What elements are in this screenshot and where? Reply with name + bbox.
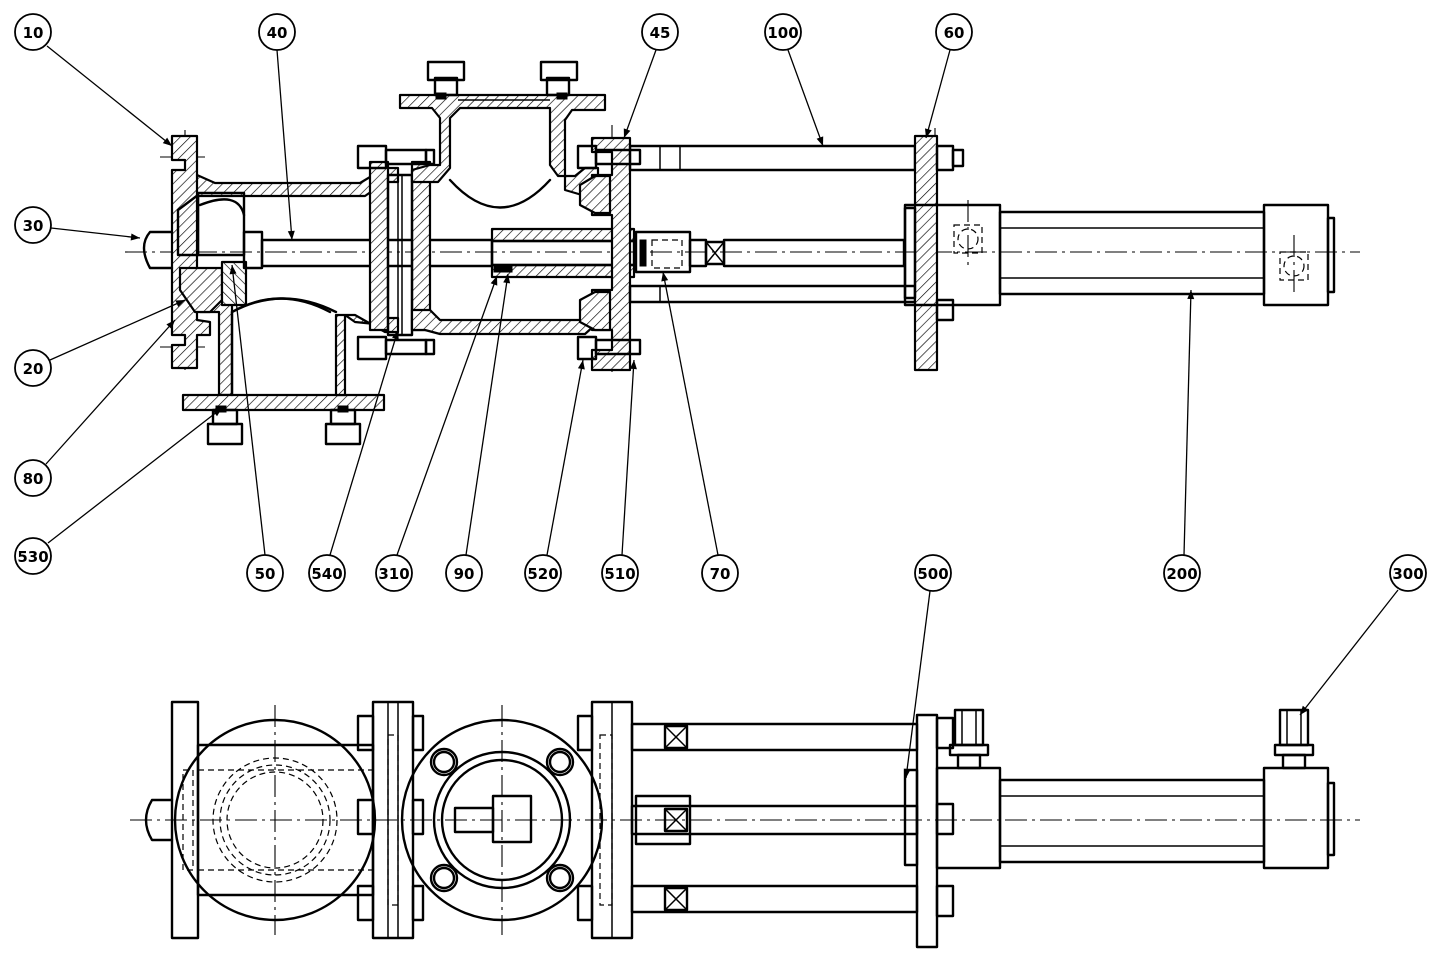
middle-flange-left <box>368 160 390 332</box>
callout-balloon-45 <box>641 13 679 51</box>
callout-label-100: 100 <box>767 24 798 42</box>
leader-90 <box>465 273 509 556</box>
callout-balloon-310 <box>375 554 413 592</box>
leader-arrow-200 <box>1187 290 1195 300</box>
leader-arrow-10 <box>162 137 172 146</box>
leader-60 <box>925 49 951 139</box>
leader-arrow-540 <box>392 330 399 340</box>
leader-80 <box>45 319 176 465</box>
leader-45 <box>623 49 657 139</box>
callout-label-530: 530 <box>17 548 48 566</box>
callout-label-10: 10 <box>23 24 44 42</box>
plan-outlet-flange <box>400 718 604 922</box>
leader-310 <box>396 275 498 556</box>
callout-group: 10 40 45 100 60 30 20 80 530 50 540 310 90 520 510 70 20… <box>14 13 1427 779</box>
leader-arrow-520 <box>577 360 585 370</box>
leader-arrow-80 <box>166 320 175 330</box>
leader-520 <box>546 359 584 556</box>
leader-arrow-45 <box>623 128 631 138</box>
callout-balloon-100 <box>764 13 802 51</box>
callout-balloon-30 <box>14 206 52 244</box>
callout-balloon-80 <box>14 459 52 497</box>
leader-arrow-50 <box>229 265 237 275</box>
leader-arrow-60 <box>924 128 932 138</box>
callout-label-300: 300 <box>1392 565 1423 583</box>
leader-100 <box>787 49 824 147</box>
callout-balloon-530 <box>14 537 52 575</box>
callout-label-200: 200 <box>1166 565 1197 583</box>
callout-balloon-20 <box>14 349 52 387</box>
leader-510 <box>621 359 635 556</box>
callout-label-500: 500 <box>917 565 948 583</box>
leader-arrow-530 <box>212 408 222 417</box>
callout-balloon-510 <box>601 554 639 592</box>
callout-label-70: 70 <box>710 565 731 583</box>
leader-arrow-30 <box>130 233 140 241</box>
cylinder-mount-flange <box>913 134 939 372</box>
callout-balloon-10 <box>14 13 52 51</box>
callout-balloon-300 <box>1389 554 1427 592</box>
leader-arrow-100 <box>816 136 824 146</box>
callout-balloon-520 <box>524 554 562 592</box>
top-outlet-wall-left <box>398 93 607 197</box>
leader-540 <box>329 329 399 556</box>
middle-flange-right <box>410 160 432 332</box>
leader-arrow-90 <box>503 274 511 284</box>
tie-rod-lower <box>628 284 917 304</box>
callout-label-50: 50 <box>255 565 276 583</box>
callout-label-80: 80 <box>23 470 44 488</box>
leader-30 <box>50 227 141 239</box>
cylinder-barrel <box>998 210 1266 296</box>
leader-arrow-40 <box>287 230 295 240</box>
leader-500 <box>905 590 931 779</box>
plan-cylinder-flange <box>915 713 939 949</box>
leader-40 <box>276 49 293 241</box>
callout-label-310: 310 <box>378 565 409 583</box>
leader-70 <box>662 271 719 556</box>
leader-arrow-310 <box>490 276 498 286</box>
callout-label-30: 30 <box>23 217 44 235</box>
leader-20 <box>49 299 186 361</box>
callout-label-90: 90 <box>454 565 475 583</box>
leader-50 <box>231 264 266 556</box>
callout-label-40: 40 <box>267 24 288 42</box>
leader-arrow-500 <box>903 768 911 778</box>
callout-label-540: 540 <box>311 565 342 583</box>
callout-balloon-40 <box>258 13 296 51</box>
callout-label-60: 60 <box>944 24 965 42</box>
callout-balloon-60 <box>935 13 973 51</box>
leader-200 <box>1183 289 1192 556</box>
fitting-rear <box>1278 708 1310 747</box>
callout-label-45: 45 <box>650 24 671 42</box>
tie-rod-upper <box>628 144 917 172</box>
plan-cylinder-barrel <box>998 778 1266 864</box>
leader-300 <box>1299 589 1399 716</box>
callout-balloon-70 <box>701 554 739 592</box>
leader-530 <box>47 407 223 544</box>
plan-cylinder-rear-head <box>1262 766 1330 870</box>
callout-balloon-540 <box>308 554 346 592</box>
plan-cylinder-front-head <box>935 766 1002 870</box>
callout-balloon-90 <box>445 554 483 592</box>
leader-arrow-300 <box>1300 705 1309 715</box>
callout-balloon-200 <box>1163 554 1201 592</box>
leader-10 <box>46 45 173 147</box>
callout-balloon-50 <box>246 554 284 592</box>
leader-arrow-20 <box>175 300 185 307</box>
plan-view <box>130 700 1360 949</box>
leader-arrow-70 <box>661 272 669 282</box>
stem-tip <box>142 230 174 270</box>
section-view <box>125 60 1360 446</box>
callout-balloon-500 <box>914 554 952 592</box>
callout-label-510: 510 <box>604 565 635 583</box>
fitting-front <box>953 708 985 747</box>
callout-label-520: 520 <box>527 565 558 583</box>
callout-label-20: 20 <box>23 360 44 378</box>
cylinder-rear-head <box>1262 203 1330 307</box>
leader-arrow-510 <box>629 360 637 370</box>
